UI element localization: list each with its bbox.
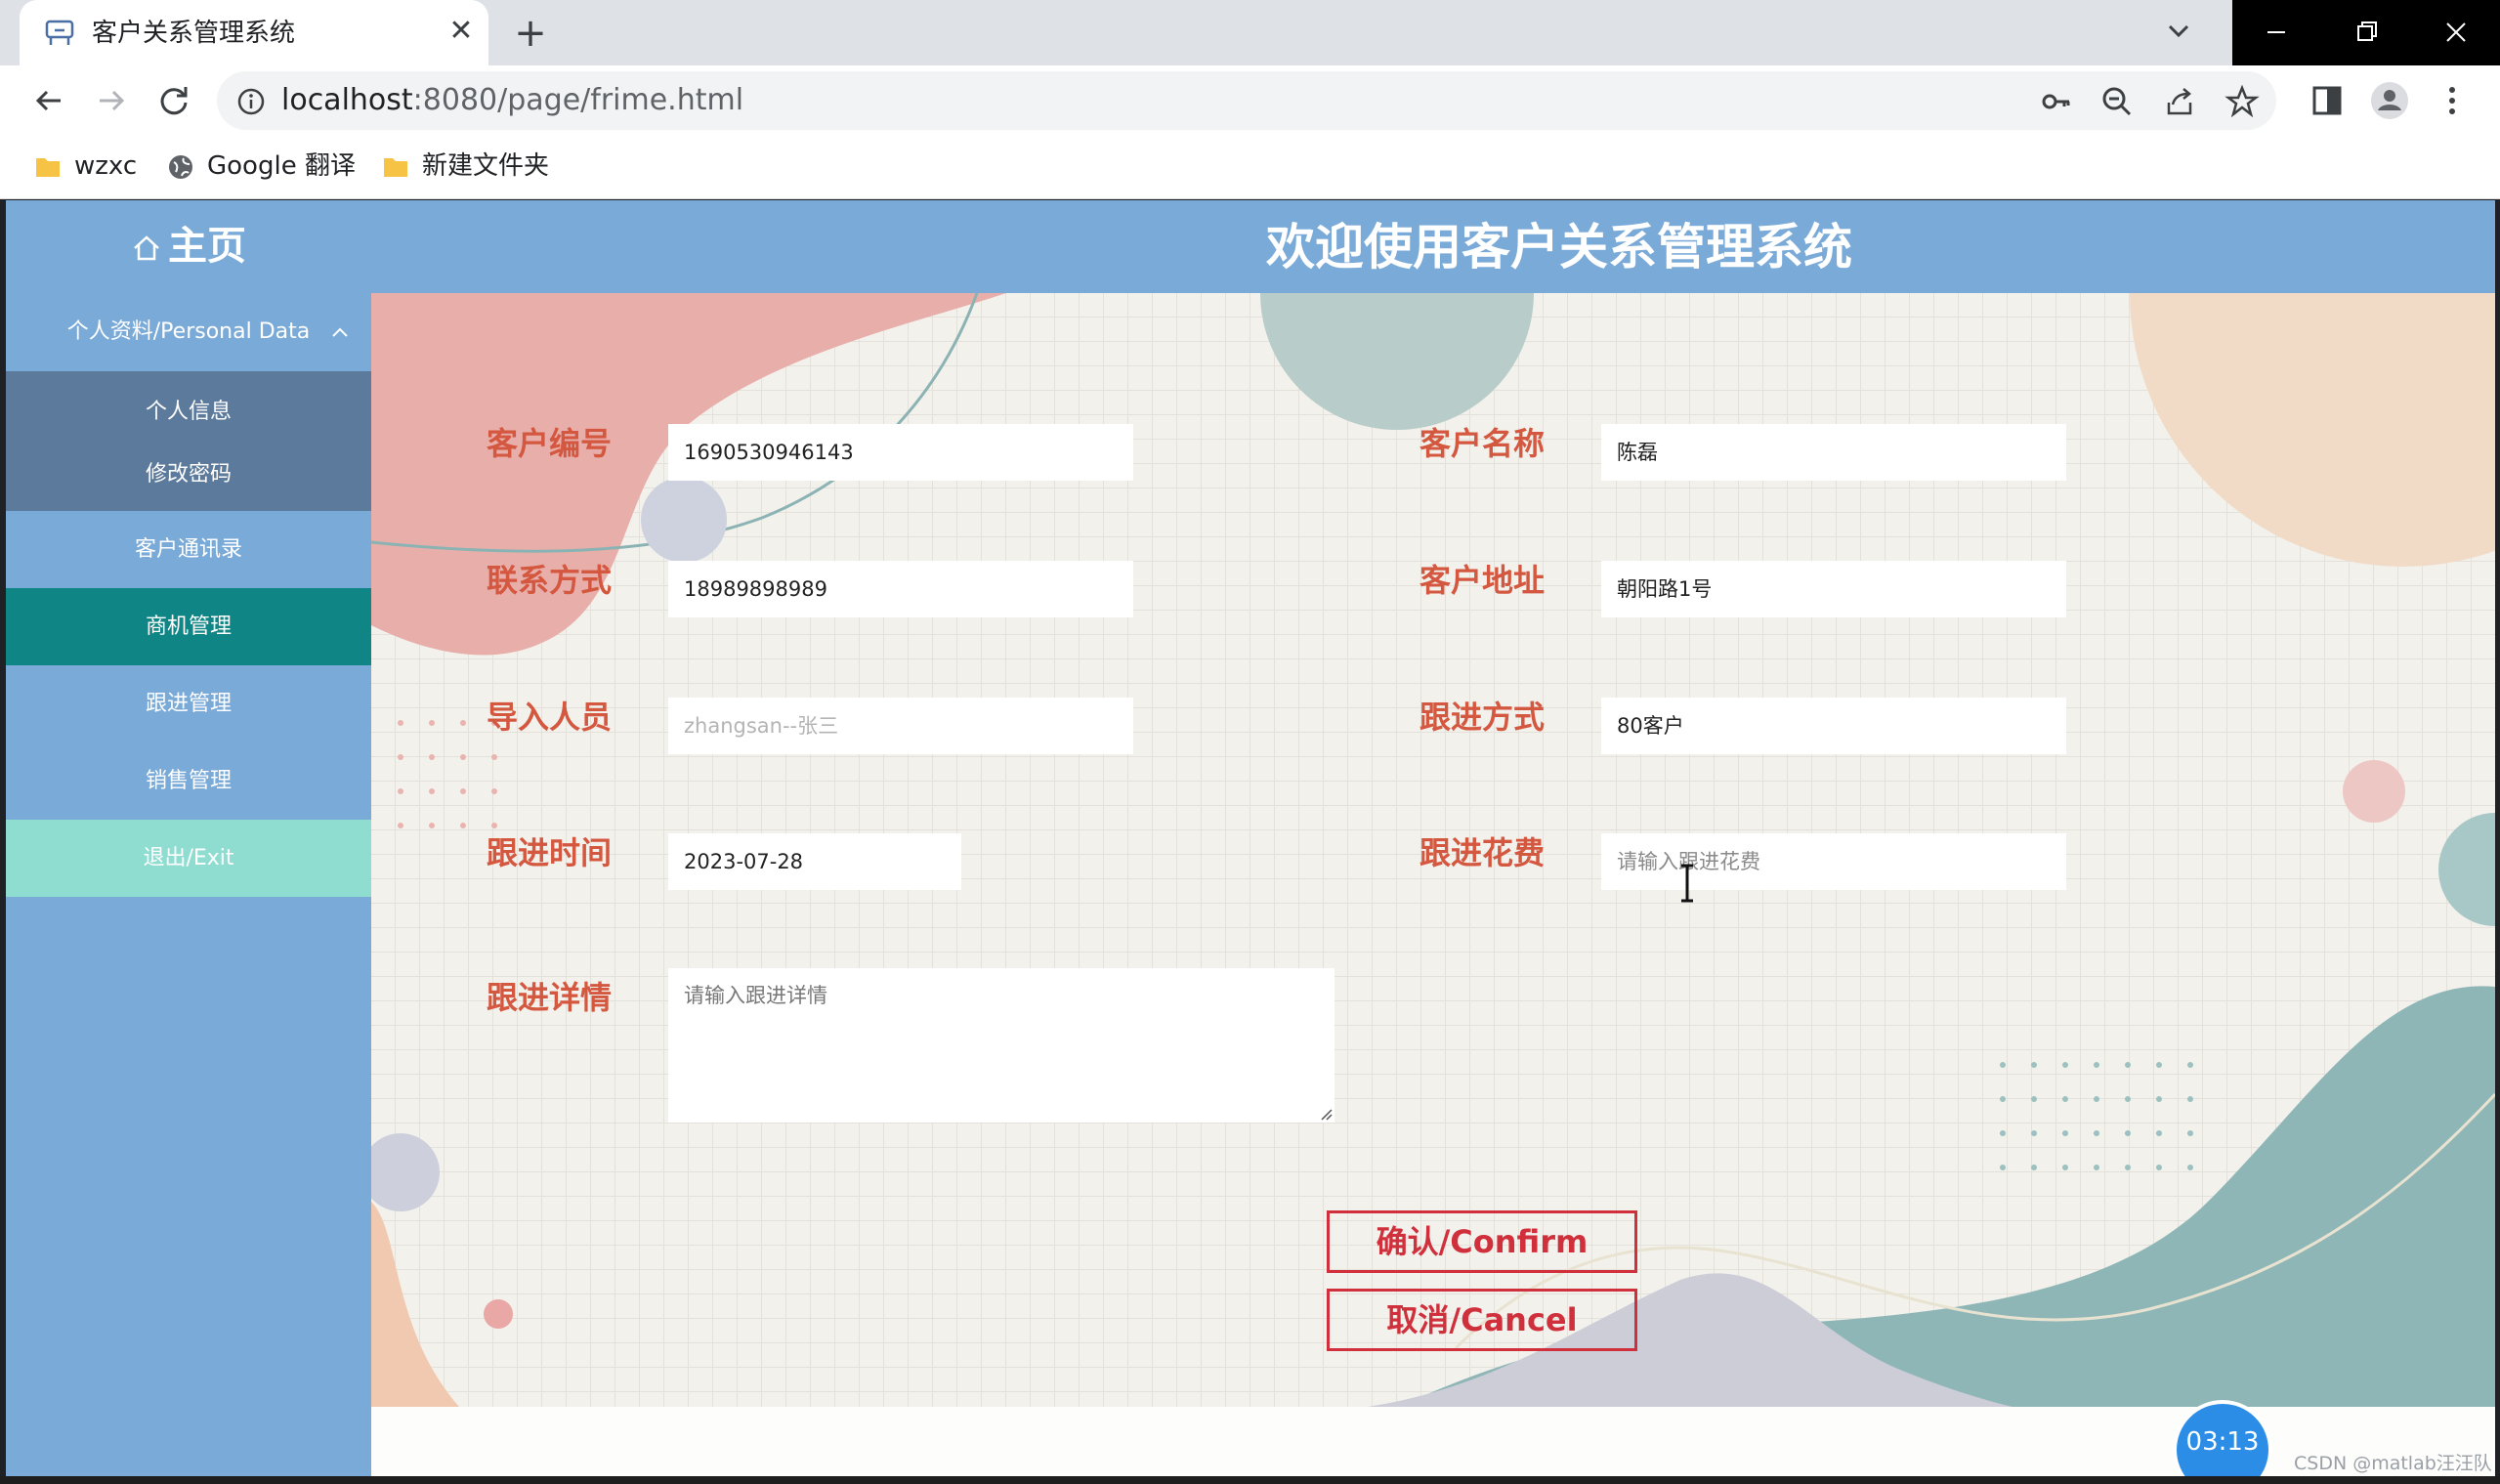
- password-key-icon[interactable]: [2038, 83, 2075, 120]
- tab-search-chevron-icon[interactable]: [2159, 12, 2198, 51]
- follow-method-input[interactable]: 80客户: [1601, 698, 2066, 754]
- bookmark-label: Google 翻译: [207, 151, 356, 181]
- close-window-icon[interactable]: [2412, 0, 2500, 65]
- textarea-placeholder: 请输入跟进详情: [684, 984, 827, 1007]
- window-controls: [2232, 0, 2500, 65]
- share-icon[interactable]: [2161, 83, 2198, 120]
- address-input[interactable]: 朝阳路1号: [1601, 561, 2066, 617]
- sidebar-item-opportunities[interactable]: 商机管理: [6, 588, 371, 665]
- follow-detail-textarea[interactable]: 请输入跟进详情: [668, 968, 1335, 1123]
- globe-icon: [169, 154, 192, 179]
- page-header: 主页 欢迎使用客户关系管理系统: [6, 200, 2495, 293]
- chevron-up-icon: [332, 327, 348, 337]
- page-title: 欢迎使用客户关系管理系统: [1266, 219, 1852, 276]
- follow-cost-input[interactable]: 请输入跟进花费: [1601, 833, 2066, 890]
- bookmarks-bar: wzxc Google 翻译 新建文件夹: [0, 135, 2500, 199]
- bookmark-label: 新建文件夹: [422, 151, 550, 181]
- tab-close-icon[interactable]: ✕: [448, 14, 474, 48]
- customer-id-label: 客户编号: [487, 425, 613, 462]
- browser-toolbar: localhost:8080/page/frime.html: [0, 65, 2500, 135]
- address-bar[interactable]: localhost:8080/page/frime.html: [217, 71, 2276, 130]
- home-link[interactable]: 主页: [131, 222, 246, 271]
- dot-grid-right: [2000, 1062, 2193, 1170]
- follow-cost-label: 跟进花费: [1419, 834, 1546, 871]
- contact-input[interactable]: 18989898989: [668, 561, 1133, 617]
- follow-time-date-input[interactable]: 2023-07-28: [668, 833, 961, 890]
- address-label: 客户地址: [1419, 562, 1546, 599]
- sidebar-submenu: 个人信息 修改密码: [6, 371, 371, 511]
- url-path: :8080/page/frime.html: [412, 83, 744, 117]
- timer-text: 03:13: [2185, 1427, 2260, 1457]
- content-area: 客户编号 1690530946143 客户名称 陈磊 联系方式 18989898…: [371, 293, 2495, 1407]
- taskbar-edge: [0, 1476, 2500, 1484]
- zoom-icon[interactable]: [2098, 83, 2136, 120]
- contact-label: 联系方式: [487, 562, 613, 599]
- customer-name-label: 客户名称: [1419, 425, 1546, 462]
- folder-icon: [36, 157, 60, 177]
- tab-title: 客户关系管理系统: [92, 19, 296, 48]
- sidebar-item-exit[interactable]: 退出/Exit: [6, 820, 371, 897]
- browser-tab[interactable]: 客户关系管理系统 ✕: [20, 0, 488, 65]
- sidebar: 个人资料/Personal Data 个人信息 修改密码 客户通讯录 商机管理 …: [6, 293, 371, 1476]
- bookmark-new-folder[interactable]: 新建文件夹: [381, 148, 549, 184]
- recording-timer-badge: 03:13: [2173, 1400, 2272, 1484]
- browser-menu-icon[interactable]: [2431, 79, 2474, 122]
- importer-input[interactable]: zhangsan--张三: [668, 698, 1133, 754]
- bookmark-star-icon[interactable]: [2224, 83, 2261, 120]
- follow-method-label: 跟进方式: [1419, 699, 1546, 736]
- bookmark-wzxc[interactable]: wzxc: [33, 148, 137, 184]
- dot-grid-left: [398, 720, 497, 828]
- sidebar-item-follow-up[interactable]: 跟进管理: [145, 692, 232, 716]
- customer-id-input[interactable]: 1690530946143: [668, 424, 1133, 481]
- profile-avatar-icon[interactable]: [2368, 79, 2411, 122]
- restore-icon[interactable]: [2322, 0, 2410, 65]
- folder-icon: [384, 157, 407, 177]
- forward-arrow-icon[interactable]: [90, 79, 133, 122]
- page-favicon-icon: [45, 20, 74, 45]
- cancel-button[interactable]: 取消/Cancel: [1327, 1289, 1637, 1351]
- importer-label: 导入人员: [487, 699, 613, 736]
- confirm-button[interactable]: 确认/Confirm: [1327, 1210, 1637, 1273]
- bookmark-google-translate[interactable]: Google 翻译: [166, 148, 356, 184]
- customer-name-input[interactable]: 陈磊: [1601, 424, 2066, 481]
- content-footer: [371, 1407, 2495, 1476]
- watermark: CSDN @matlab汪汪队: [2294, 1453, 2492, 1474]
- home-label: 主页: [168, 224, 246, 269]
- browser-tabstrip: 客户关系管理系统 ✕ +: [0, 0, 2500, 65]
- follow-detail-label: 跟进详情: [487, 979, 613, 1016]
- sidebar-group-label: 个人资料/Personal Data: [66, 319, 311, 344]
- url-text[interactable]: localhost:8080/page/frime.html: [281, 83, 743, 118]
- sidebar-group-personal-data[interactable]: 个人资料/Personal Data: [6, 293, 371, 371]
- side-panel-icon[interactable]: [2306, 79, 2349, 122]
- sidebar-item-sales[interactable]: 销售管理: [145, 769, 232, 793]
- page-viewport: 主页 欢迎使用客户关系管理系统 个人资料/Personal Data 个人信息 …: [6, 200, 2495, 1476]
- follow-time-label: 跟进时间: [487, 834, 613, 871]
- text-cursor-icon: [1681, 864, 1693, 903]
- sidebar-item-personal-info[interactable]: 个人信息: [145, 400, 232, 424]
- home-icon: [134, 235, 159, 261]
- resize-handle-icon[interactable]: [1317, 1105, 1333, 1121]
- back-arrow-icon[interactable]: [27, 79, 70, 122]
- new-tab-button[interactable]: +: [514, 11, 547, 56]
- minimize-icon[interactable]: [2232, 0, 2320, 65]
- site-info-icon[interactable]: [236, 87, 266, 116]
- url-host: localhost: [281, 83, 413, 117]
- sidebar-item-change-password[interactable]: 修改密码: [145, 462, 232, 487]
- bookmark-label: wzxc: [74, 151, 138, 181]
- reload-icon[interactable]: [152, 79, 195, 122]
- sidebar-item-contacts[interactable]: 客户通讯录: [134, 537, 242, 562]
